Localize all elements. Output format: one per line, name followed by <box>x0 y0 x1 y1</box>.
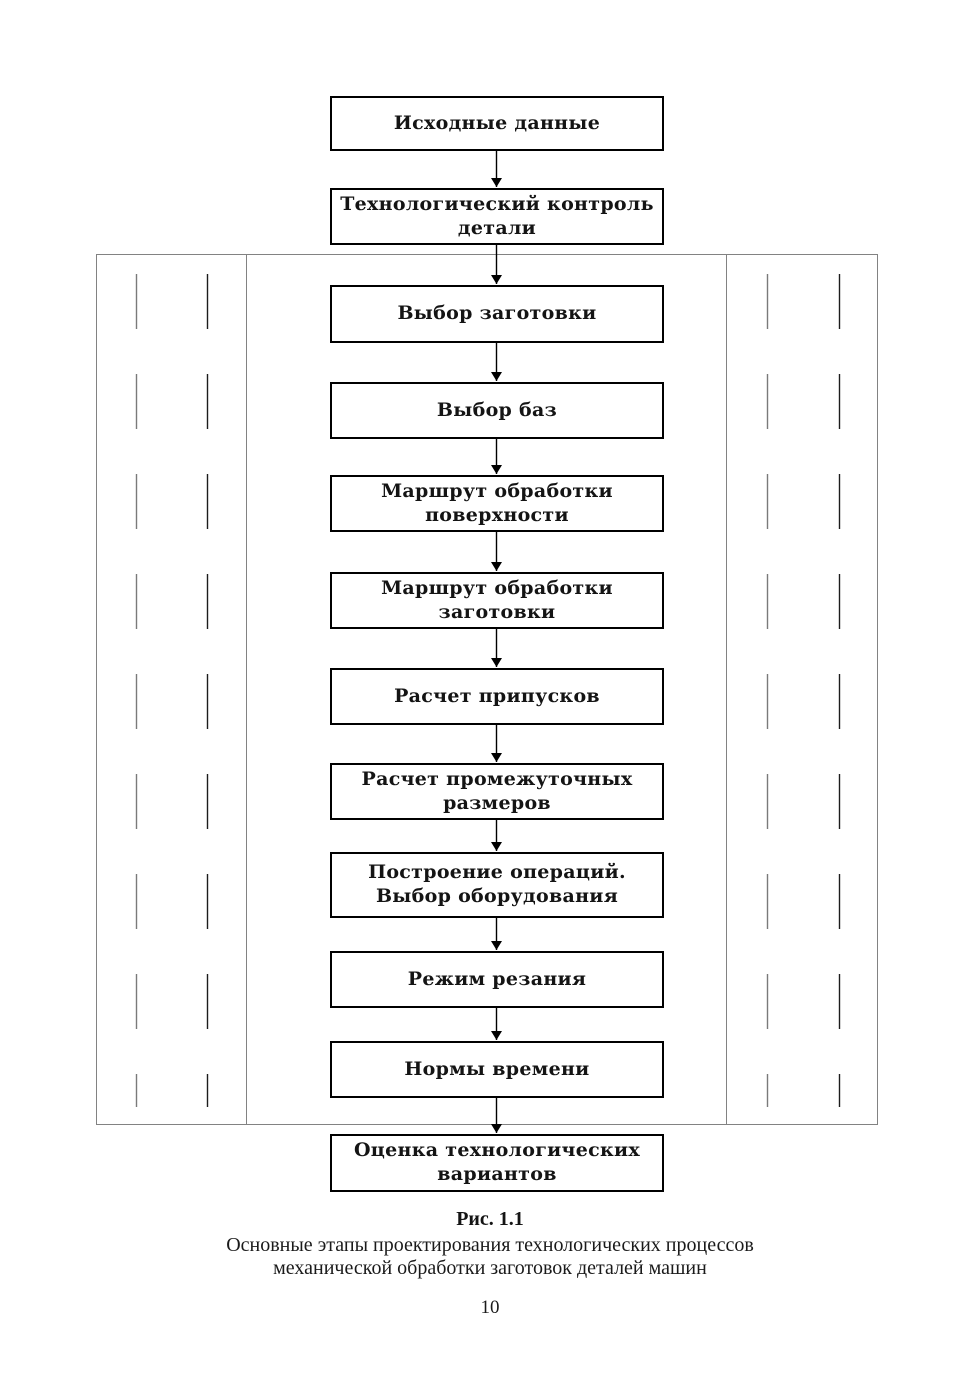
step-workpiece-route: Маршрут обработки заготовки <box>330 572 664 629</box>
step-label: Расчет промежуточных размеров <box>361 767 633 814</box>
step-label: Выбор баз <box>436 398 558 421</box>
step-surface-route: Маршрут обработки поверхности <box>330 475 664 532</box>
step-label: Исходные данные <box>393 111 601 134</box>
step-label: Маршрут обработки заготовки <box>381 576 613 623</box>
step-label: Расчет припусков <box>394 684 600 707</box>
figure-caption-block: Рис. 1.1 Основные этапы проектирования т… <box>0 1208 980 1280</box>
figure-caption-line-2: механической обработки заготовок деталей… <box>273 1257 707 1279</box>
step-time-norms: Нормы времени <box>330 1041 664 1098</box>
step-label: Режим резания <box>407 967 587 990</box>
step-blank-selection: Выбор заготовки <box>330 285 664 343</box>
step-tech-control: Технологический контроль детали <box>330 188 664 245</box>
step-label: Выбор заготовки <box>397 302 597 325</box>
figure-caption-line-1: Основные этапы проектирования технологич… <box>226 1234 754 1256</box>
step-label: Построение операций. Выбор оборудования <box>368 861 626 907</box>
step-variant-evaluation: Оценка технологических вариантов <box>330 1134 664 1192</box>
step-allowance-calculation: Расчет припусков <box>330 668 664 725</box>
step-label: Технологический контроль детали <box>340 192 654 239</box>
step-operations-equipment: Построение операций. Выбор оборудования <box>330 852 664 918</box>
page-number: 10 <box>480 1297 500 1318</box>
step-label: Оценка технологических вариантов <box>353 1139 641 1185</box>
step-initial-data: Исходные данные <box>330 96 664 151</box>
step-intermediate-dimensions: Расчет промежуточных размеров <box>330 763 664 820</box>
step-cutting-mode: Режим резания <box>330 951 664 1008</box>
step-label: Нормы времени <box>404 1057 590 1080</box>
figure-label: Рис. 1.1 <box>456 1208 524 1230</box>
step-datum-selection: Выбор баз <box>330 382 664 439</box>
step-label: Маршрут обработки поверхности <box>381 479 613 526</box>
variant-frame-rect <box>96 254 878 1125</box>
